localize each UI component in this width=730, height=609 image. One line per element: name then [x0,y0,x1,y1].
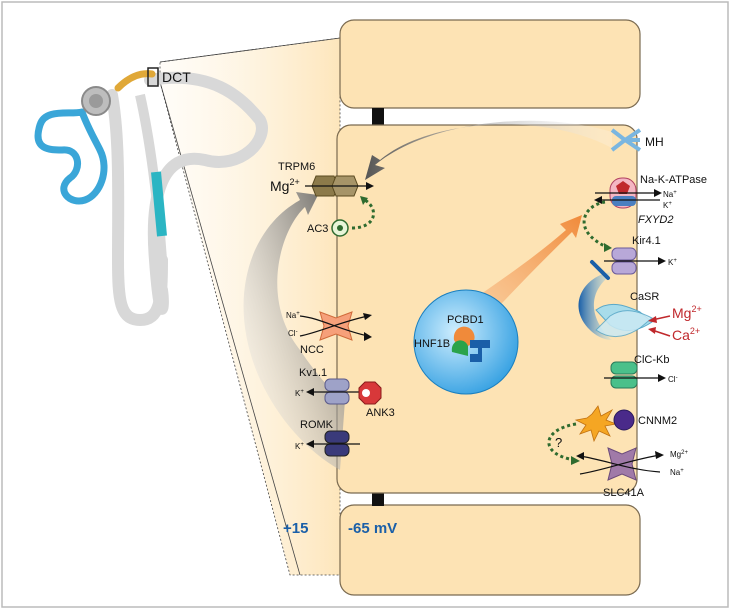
mh-antibody-icon [610,128,642,152]
cnnm2-label: CNNM2 [638,415,677,427]
tubule-gold-dct [114,70,156,92]
ac3-to-trpm6-dotted [351,198,376,230]
potential-lumen-label: +15 [283,520,308,537]
kir41-channel [604,247,666,275]
nkatpase-label: Na-K-ATPase [640,174,707,186]
clckb-label: ClC-Kb [634,354,669,366]
mh-label: MH [645,135,664,149]
slc41a-transporter [576,447,664,481]
tight-junction-top [372,108,384,126]
mg-left-label: Mg2+ [270,177,300,194]
cnnm2-protein [613,409,635,431]
clckb-channel [604,361,666,389]
neighbor-cell-bottom [339,504,641,596]
casr-inhibition-arc [578,272,612,340]
hnf1b-label: HNF1B [414,338,450,350]
k-label-kv: K+ [295,389,304,398]
potential-cell-label: -65 mV [348,520,397,537]
romk-label: ROMK [300,419,334,431]
tubule-ascending [135,93,167,261]
neighbor-cell-top [339,19,641,109]
pcbd1-label: PCBD1 [447,314,484,326]
k-label-kir: K+ [668,258,677,267]
ank3-label: ANK3 [366,407,395,419]
na-label-atpase: Na+ [663,190,677,199]
ca-right-label: Ca2+ [672,326,700,343]
tubule-loop [106,89,168,327]
mh-to-trpm6-arrow [365,120,612,180]
tubule-teal [151,171,167,237]
dct-label: DCT [162,69,191,85]
k-label-romk: K+ [295,442,304,451]
slc41a-label: SLC41A [603,487,645,499]
cnnm2-burst-icon [574,405,618,443]
trpm6-channel [305,175,374,197]
dna-icon [470,340,490,362]
ncc-to-trpm6-arrow [243,192,345,470]
zoom-line-top [159,37,341,63]
tight-junction-bottom [372,492,384,506]
cl-label-clc: Cl- [668,375,678,384]
tubule-blue-convoluted [34,108,108,205]
na-label-ncc: Na+ [286,311,300,320]
kir41-label: Kir4.1 [632,235,661,247]
cl-label-ncc: Cl- [288,329,298,338]
na-small-slc: Na+ [670,468,684,477]
ncc-transporter [299,311,372,341]
inhibition-bar [590,260,610,280]
nephron-tubule [34,70,268,327]
k-label-atpase: K+ [663,201,672,210]
fxyd2-label: FXYD2 [638,214,673,226]
trpm6-label: TRPM6 [278,161,315,173]
romk-channel [306,430,360,457]
ncc-label: NCC [300,344,324,356]
dct-marker-box [147,67,159,87]
hnf1b-protein [451,340,468,356]
question-label: ? [555,435,562,450]
mg-right-label: Mg2+ [672,304,702,321]
casr-receptor [595,303,653,337]
mg-small-slc: Mg2+ [670,450,688,459]
na-k-atpase [594,177,662,209]
kv11-label: Kv1.1 [299,367,327,379]
kv11-channel [306,378,360,405]
ac3-label: AC3 [307,223,328,235]
casr-label: CaSR [630,291,659,303]
